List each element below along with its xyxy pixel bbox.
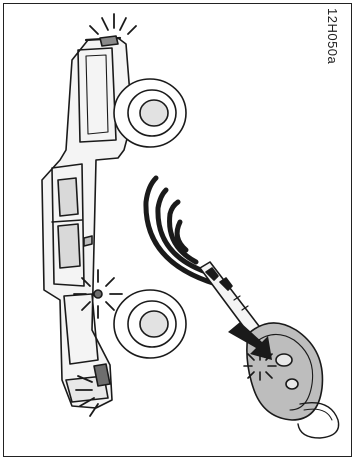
rear-wheel	[114, 79, 186, 147]
key-fob	[247, 323, 323, 420]
front-wheel	[114, 290, 186, 358]
unlock-button	[276, 354, 292, 366]
remote-key-icon	[200, 262, 339, 438]
flash-burst-icon-rear	[90, 14, 136, 34]
rear-lamp	[100, 36, 118, 46]
truck-windshield	[58, 178, 78, 216]
lock-button	[286, 379, 298, 389]
truck-side-window	[58, 224, 80, 268]
side-marker-lamp	[94, 290, 102, 298]
figure-code-label: 12H050a	[325, 8, 340, 64]
pickup-truck-icon	[42, 36, 186, 408]
